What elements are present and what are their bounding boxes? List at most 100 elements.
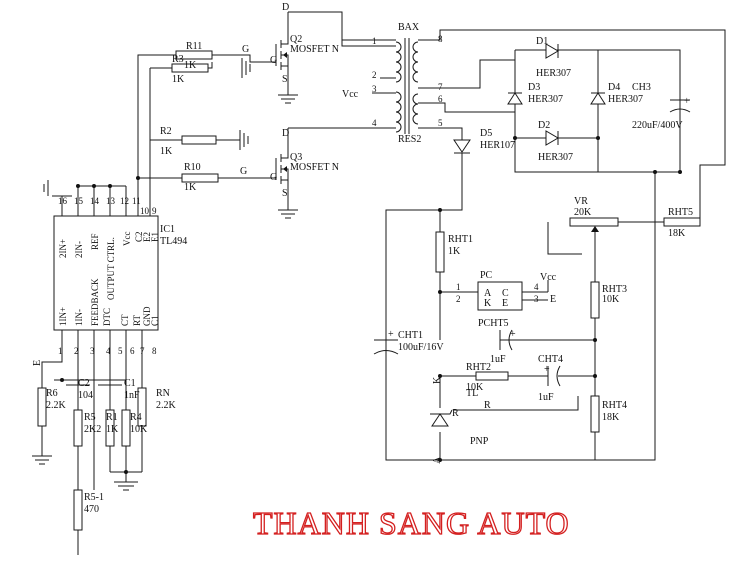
- svg-text:8: 8: [152, 346, 157, 356]
- svg-text:IC1: IC1: [160, 224, 175, 235]
- svg-text:6: 6: [438, 94, 443, 104]
- svg-text:1: 1: [372, 36, 377, 46]
- svg-text:A: A: [432, 456, 443, 464]
- resistor-r10: [181, 173, 219, 183]
- resistor-rht3: [590, 281, 600, 319]
- svg-text:D3: D3: [528, 82, 540, 93]
- gate-label-bottom: G: [240, 166, 247, 177]
- svg-text:5: 5: [118, 346, 123, 356]
- svg-text:11: 11: [132, 196, 141, 206]
- svg-text:D4: D4: [608, 82, 620, 93]
- svg-text:TL494: TL494: [160, 236, 187, 247]
- brand-watermark: THANH SANG AUTO: [253, 505, 570, 541]
- svg-text:+: +: [510, 329, 516, 340]
- svg-text:DTC: DTC: [102, 308, 112, 326]
- svg-text:220uF/400V: 220uF/400V: [632, 120, 683, 131]
- svg-text:12: 12: [120, 196, 129, 206]
- mosfet-q3: [275, 150, 289, 185]
- svg-text:2.2K: 2.2K: [156, 400, 177, 411]
- svg-text:C2: C2: [134, 231, 144, 242]
- resistor-rht5: [663, 217, 701, 227]
- resistor-r4: [121, 409, 131, 447]
- q2-type: MOSFET N: [290, 44, 339, 55]
- svg-text:RHT2: RHT2: [466, 362, 491, 373]
- svg-text:2IN+: 2IN+: [58, 239, 68, 258]
- svg-text:E: E: [502, 298, 508, 309]
- ground-icon: [114, 472, 138, 491]
- q2-ref: Q2: [290, 34, 302, 45]
- svg-text:2: 2: [74, 346, 79, 356]
- svg-text:VR: VR: [574, 196, 588, 207]
- svg-text:1: 1: [58, 346, 63, 356]
- svg-text:1uF: 1uF: [490, 354, 506, 365]
- svg-text:C1: C1: [150, 315, 160, 326]
- svg-text:CHT4: CHT4: [538, 354, 563, 365]
- diode-d5: [453, 128, 471, 160]
- svg-text:K: K: [432, 376, 443, 384]
- svg-text:HER307: HER307: [528, 94, 563, 105]
- q2-d-label: D: [282, 2, 289, 13]
- svg-text:CHT1: CHT1: [398, 330, 423, 341]
- diode-d3: [507, 92, 523, 105]
- resistor-rht4: [590, 395, 600, 433]
- svg-text:R: R: [452, 408, 459, 419]
- svg-text:CH3: CH3: [632, 82, 651, 93]
- svg-text:D1: D1: [536, 36, 548, 47]
- resistor-rn: [137, 387, 147, 427]
- q3-s-label: S: [282, 188, 288, 199]
- svg-text:E2: E2: [142, 232, 152, 242]
- svg-text:CT: CT: [120, 314, 130, 326]
- capacitor-cht1: [373, 339, 399, 355]
- optocoupler-pc: [477, 281, 523, 311]
- svg-text:RT: RT: [132, 315, 142, 326]
- svg-text:1: 1: [456, 282, 461, 292]
- svg-text:R5-1: R5-1: [84, 492, 104, 503]
- resistors: [37, 50, 701, 531]
- svg-text:2: 2: [456, 294, 461, 304]
- svg-text:PCHT5: PCHT5: [478, 318, 509, 329]
- wiper-icon: [591, 226, 599, 232]
- q2-g-label: G: [270, 55, 277, 66]
- svg-text:470: 470: [84, 504, 99, 515]
- svg-text:14: 14: [90, 196, 100, 206]
- svg-text:2K2: 2K2: [84, 424, 101, 435]
- labels: D Q2 MOSFET N G S D Q3 MOSFET N G S G G …: [32, 2, 693, 515]
- svg-text:HER307: HER307: [538, 152, 573, 163]
- diode-d2: [545, 130, 559, 146]
- transformer-part: RES2: [398, 134, 421, 145]
- svg-text:D5: D5: [480, 128, 492, 139]
- svg-text:2IN-: 2IN-: [74, 241, 84, 258]
- capacitor-c2: [66, 379, 90, 386]
- resistor-rht2: [475, 371, 509, 381]
- svg-text:C2: C2: [78, 378, 90, 389]
- capacitor-cht4: [547, 365, 572, 387]
- svg-text:4: 4: [534, 282, 539, 292]
- svg-text:RHT3: RHT3: [602, 284, 627, 295]
- vcc-label: Vcc: [342, 89, 359, 100]
- transformer-bax: [395, 38, 419, 134]
- resistor-r51: [73, 489, 83, 531]
- resistor-r1: [105, 409, 115, 447]
- svg-text:8: 8: [438, 34, 443, 44]
- diode-d1: [545, 43, 559, 59]
- svg-text:7: 7: [438, 82, 443, 92]
- svg-text:1uF: 1uF: [538, 392, 554, 403]
- svg-text:1nF: 1nF: [124, 390, 140, 401]
- ground-icon: [43, 180, 72, 197]
- ground-icon: [241, 58, 251, 78]
- svg-text:R4: R4: [130, 412, 142, 423]
- potentiometer-vr: [569, 217, 619, 227]
- shunt-regulator-tl: [430, 409, 453, 427]
- svg-text:+: +: [388, 329, 394, 340]
- svg-text:A: A: [484, 288, 492, 299]
- transformer-name: BAX: [398, 22, 420, 33]
- svg-text:6: 6: [130, 346, 135, 356]
- svg-text:RN: RN: [156, 388, 170, 399]
- svg-text:1K: 1K: [184, 60, 197, 71]
- svg-text:R11: R11: [186, 41, 202, 52]
- svg-text:2.2K: 2.2K: [46, 400, 67, 411]
- svg-text:RHT5: RHT5: [668, 207, 693, 218]
- svg-text:R: R: [484, 400, 491, 411]
- mosfet-q2: [275, 38, 289, 72]
- q3-d-label: D: [282, 128, 289, 139]
